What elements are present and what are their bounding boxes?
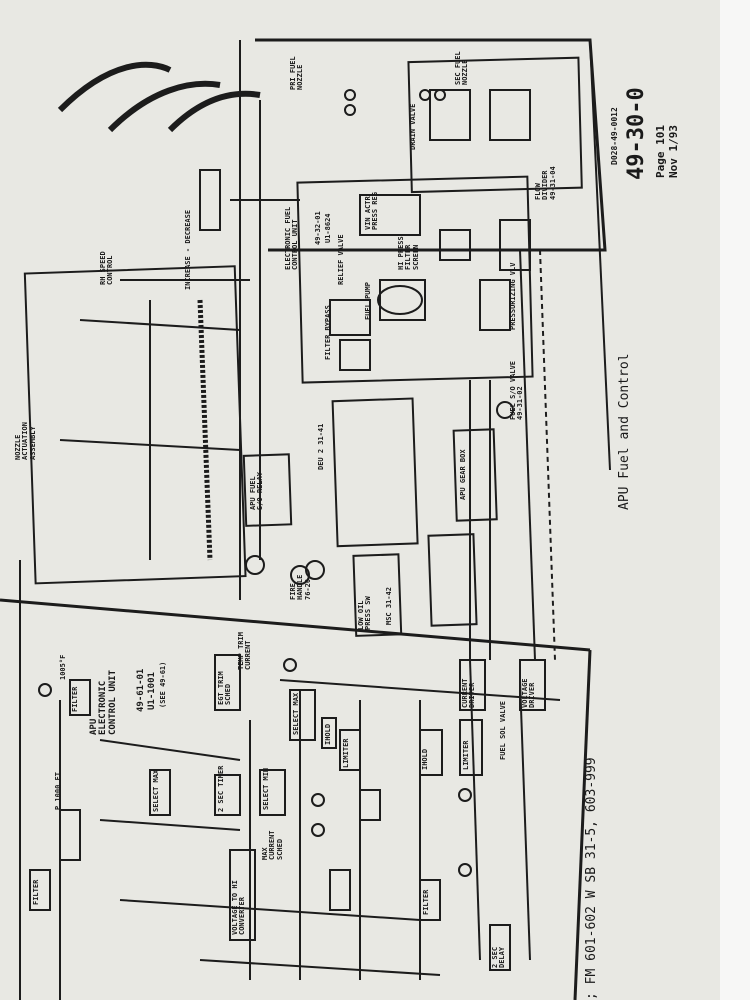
label-egt: EGT TRIM SCHED <box>217 671 233 705</box>
label-flow-divider: FLOW DIVIDER 49-31-04 <box>534 166 557 200</box>
label-ecu: APU ELECTRONIC CONTROL UNIT <box>89 669 118 735</box>
label-speed-control: RH SPEED CONTROL <box>99 251 115 285</box>
label-limiter: LIMITER <box>462 740 470 770</box>
label-msc: MSC 31-42 <box>385 587 393 625</box>
label-select-min: SELECT MIN <box>262 767 270 810</box>
label-fuel-sol-valve: FUEL SOL VALVE <box>499 700 507 760</box>
label-filter-2: FILTER <box>32 879 40 905</box>
label-limiter-2: LIMITER <box>342 738 350 768</box>
label-select-max: SELECT MAX <box>292 692 300 735</box>
label-ecu-ref1: 49-61-01 <box>136 668 146 712</box>
label-sc1000: P 1000 FT <box>54 772 62 810</box>
label-sec-nozzle: SEC FUEL NOZZLE <box>454 51 470 85</box>
label-ihold-2: IHOLD <box>324 723 332 745</box>
label-pressurizing: PRESSURIZING VLV <box>509 262 517 330</box>
label-voltage-driver: VOLTAGE DRIVER <box>521 678 537 708</box>
label-fire-handle: FIRE HANDLE 76-20 <box>289 574 312 600</box>
label-timer-2: 2 SEC DELAY <box>491 946 507 968</box>
label-gearbox: APU GEAR BOX <box>459 449 467 500</box>
label-hi-press: HI PRESS FILTER SCREEN <box>397 236 420 270</box>
label-fuel-pump: FUEL PUMP <box>364 282 372 320</box>
label-current-driver: CURRENT DRIVER <box>461 678 477 708</box>
page-number: Page 101 <box>654 125 667 178</box>
label-v-to-hi: VOLTAGE TO HI CONVERTER <box>231 880 247 935</box>
label-deu: DEU 2 31-41 <box>317 423 325 470</box>
label-efcu-ref1: 49-32-01 <box>314 211 322 245</box>
label-increase: INCREASE - DECREASE <box>184 209 192 290</box>
label-drain-valve: DRAIN VALVE <box>409 103 417 150</box>
doc-id: D028-49-0012 <box>610 107 619 165</box>
label-filter-bypass: FILTER BYPASS <box>324 305 332 360</box>
label-max-current: MAX CURRENT SCHED <box>261 830 284 860</box>
label-select-max-2: SELECT MAX <box>152 769 160 812</box>
chapter-number: 49-30-0 <box>624 87 649 180</box>
label-fuel-so-relay: APU FUEL S/O RELAY <box>249 472 265 510</box>
label-ecu-ref3: (SEE 49-61) <box>159 661 167 708</box>
label-timer: 2 SEC TIMER <box>217 765 225 812</box>
label-vin-acm: VIN ACTR PRESS REG <box>364 192 380 230</box>
label-efcu-ref2: U1-8624 <box>324 213 332 243</box>
figure-title: APU Fuel and Control <box>617 353 632 510</box>
label-ecu-ref2: U1-1001 <box>147 672 157 710</box>
label-low-oil: LOW OIL PRESS SW <box>357 596 373 630</box>
label-nozzle-act: NOZZLE ACTUATION ASSEMBLY <box>14 422 37 460</box>
label-fuel-so: FUEL S/O VALVE 49-31-02 <box>509 360 525 420</box>
label-pri-nozzle: PRI FUEL NOZZLE <box>289 56 305 90</box>
label-ihold: IHOLD <box>421 748 429 770</box>
revision-date: Nov 1/93 <box>667 125 680 178</box>
effectivity-note: ; FM 601-602 W SB 31-5, 603-999 <box>584 757 599 1000</box>
label-filter-3: FILTER <box>422 889 430 915</box>
label-relief-valve: RELIEF VALVE <box>337 234 345 285</box>
label-efcu: ELECTRONIC FUEL CONTROL UNIT <box>284 206 300 270</box>
label-t1005: 1005°F <box>59 654 67 680</box>
label-filter-1: FILTER <box>71 686 79 712</box>
label-temp-trim: TEMP TRIM CURRENT <box>237 632 253 670</box>
